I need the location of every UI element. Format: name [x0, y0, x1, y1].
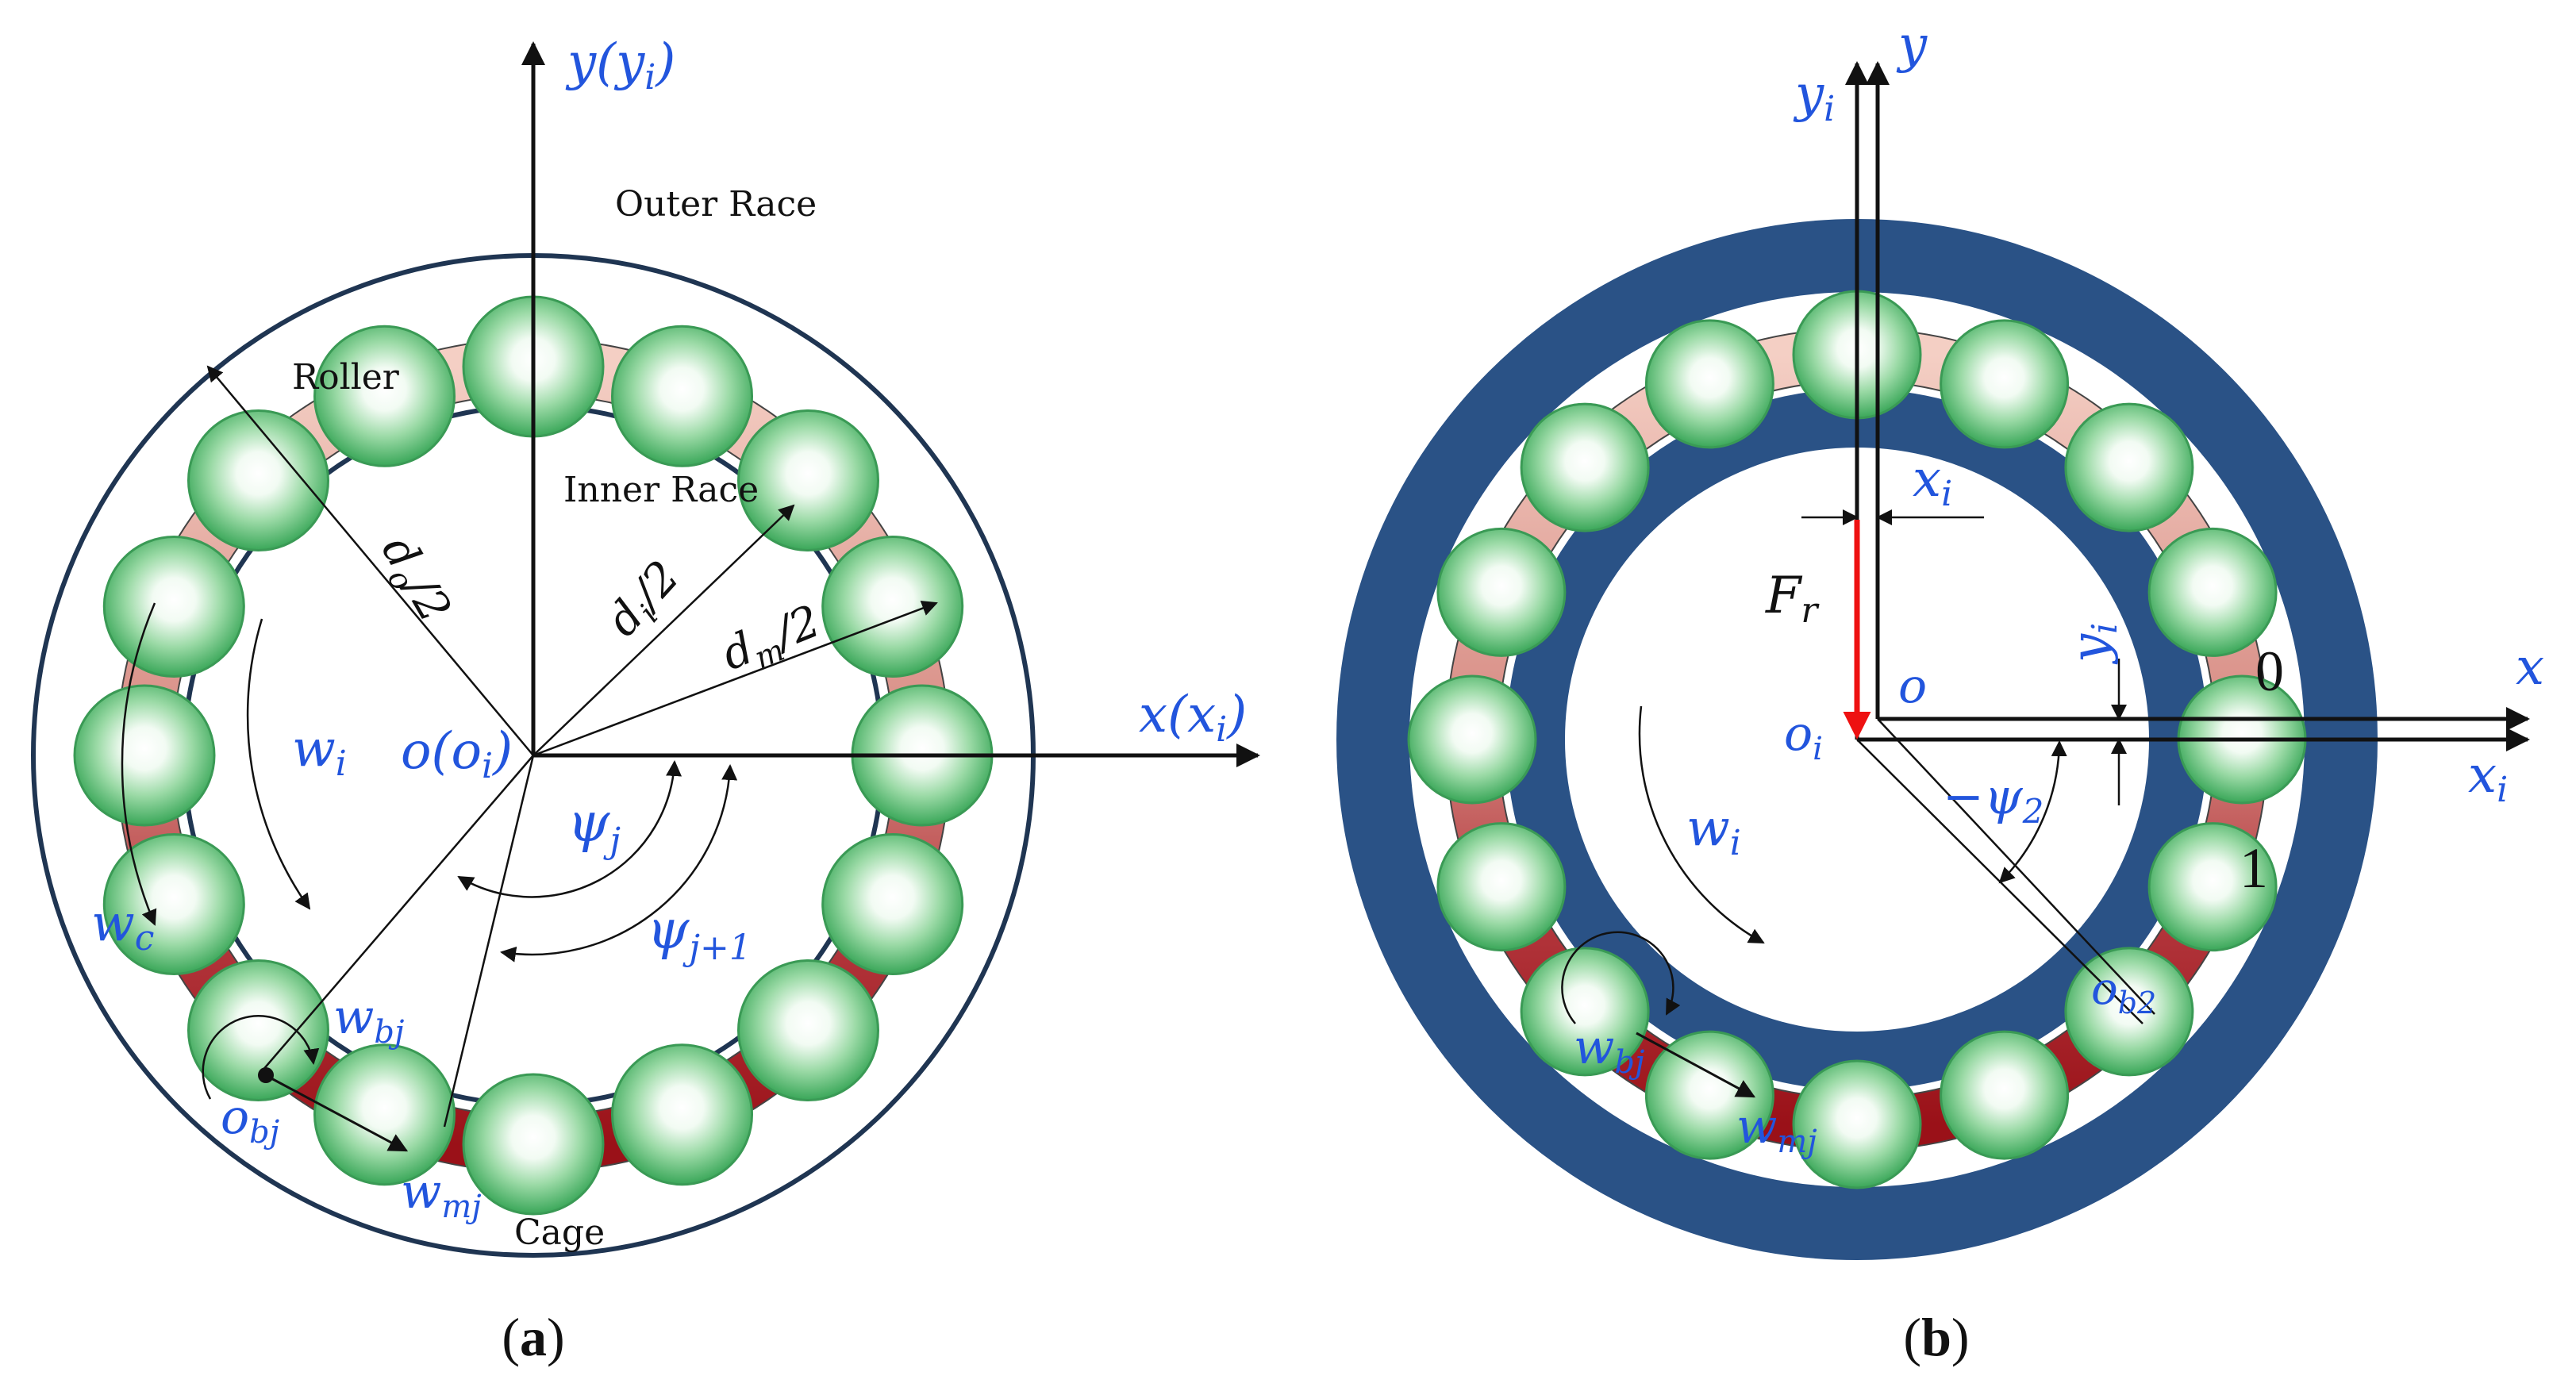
wc-rotation-arrow — [121, 602, 157, 926]
panel-b-roller — [1792, 1059, 1922, 1189]
origin-label-a: o(oi) — [401, 722, 513, 786]
axis-yi-label-b: yi — [1793, 65, 1835, 129]
panel-a-roller — [313, 325, 456, 467]
cage-label: Cage — [514, 1212, 605, 1253]
panel-a-roller — [821, 833, 964, 975]
psi-2-label: −ψ2 — [1943, 767, 2043, 831]
panel-b-roller — [1436, 527, 1567, 657]
panel-a-roller — [737, 409, 879, 551]
rollers-b — [1407, 290, 2307, 1189]
roller-j1-line — [443, 755, 535, 1128]
axis-y-label-a: y(yi) — [565, 33, 675, 98]
caption-b: (b) — [1903, 1307, 1969, 1367]
axis-xi-label-b: xi — [2468, 746, 2508, 810]
wbj-label-b: wbj — [1574, 1020, 1644, 1081]
rollers-a — [73, 295, 994, 1216]
panel-b-roller — [1520, 402, 1650, 532]
axis-x-label-a: x(xi) — [1139, 686, 1247, 750]
panel-b: y yi x xi xi yi Fr o oi −ψ2 wi 0 1 ob2 — [1336, 16, 2544, 1367]
wi-rotation-arrow-b — [1638, 705, 1765, 944]
panel-b-roller — [2147, 822, 2278, 952]
panel-a-roller — [611, 1043, 753, 1186]
outer-race-label: Outer Race — [615, 184, 817, 225]
oi-label-b: oi — [1784, 706, 1823, 767]
panel-b-roller — [1436, 822, 1567, 952]
panel-a-roller — [611, 325, 753, 467]
wc-label: wc — [91, 894, 154, 959]
wi-rotation-arrow — [246, 618, 311, 910]
panel-b-roller — [1644, 1030, 1774, 1160]
ob2-label: ob2 — [2091, 963, 2156, 1020]
panel-a-roller — [821, 536, 964, 678]
caption-a: (a) — [502, 1307, 564, 1367]
panel-b-roller — [1520, 947, 1650, 1077]
panel-b-roller — [2147, 527, 2278, 657]
obj-label: obj — [221, 1089, 279, 1151]
psi-j1-arc — [500, 764, 738, 963]
panel-a-roller — [313, 1043, 456, 1186]
panel-a-roller — [102, 833, 245, 975]
wbj-label-a: wbj — [333, 989, 404, 1051]
axis-x-label-b: x — [2516, 638, 2544, 697]
d-i-radius — [533, 504, 795, 756]
panel-a-roller — [187, 409, 329, 551]
d-o-label: do/2 — [367, 528, 461, 634]
panel-b-roller — [1644, 319, 1774, 449]
panel-b-roller — [1407, 674, 1537, 805]
axis-y-label-b: y — [1896, 16, 1928, 75]
panel-a-roller — [73, 684, 216, 827]
panel-a: y(yi) x(xi) Outer Race Inner Race Roller… — [31, 33, 1260, 1367]
d-m-radius — [533, 601, 938, 757]
panel-a-roller — [737, 959, 879, 1101]
psi-j1-label: ψj+1 — [647, 899, 752, 968]
psi-j-label: ψj — [567, 792, 621, 861]
wmj-label-a: wmj — [401, 1164, 482, 1225]
roller-1-label: 1 — [2240, 836, 2268, 900]
o-label-b: o — [1898, 659, 1927, 714]
wmj-arrow-b — [1636, 1032, 1756, 1098]
panel-b-roller — [1940, 1030, 2070, 1160]
inner-race-label: Inner Race — [563, 470, 759, 510]
xi-offset-label: xi — [1913, 450, 1952, 514]
d-m-label: dm/2 — [715, 595, 829, 686]
d-o-radius — [206, 365, 534, 756]
wi-label-a: wi — [292, 720, 347, 784]
panel-a-roller — [462, 1073, 605, 1216]
wbj-spin-arrow-b — [1561, 931, 1681, 1024]
d-i-label: di/2 — [597, 551, 694, 650]
yi-offset-label: yi — [2061, 623, 2125, 665]
roller-label: Roller — [292, 357, 400, 398]
wi-label-b: wi — [1686, 799, 1741, 863]
panel-a-roller — [187, 959, 329, 1101]
panel-b-roller — [1940, 319, 2070, 449]
wbj-spin-arrow — [202, 1015, 320, 1100]
wmj-arrow — [269, 1076, 409, 1152]
panel-b-roller — [2064, 402, 2194, 532]
obj-center-dot — [258, 1067, 274, 1083]
fr-label: Fr — [1765, 567, 1820, 631]
panel-a-roller — [102, 536, 245, 678]
wmj-label-b: wmj — [1736, 1099, 1817, 1160]
psi-2-arc — [1998, 740, 2067, 884]
roller-0-label: 0 — [2255, 640, 2284, 703]
